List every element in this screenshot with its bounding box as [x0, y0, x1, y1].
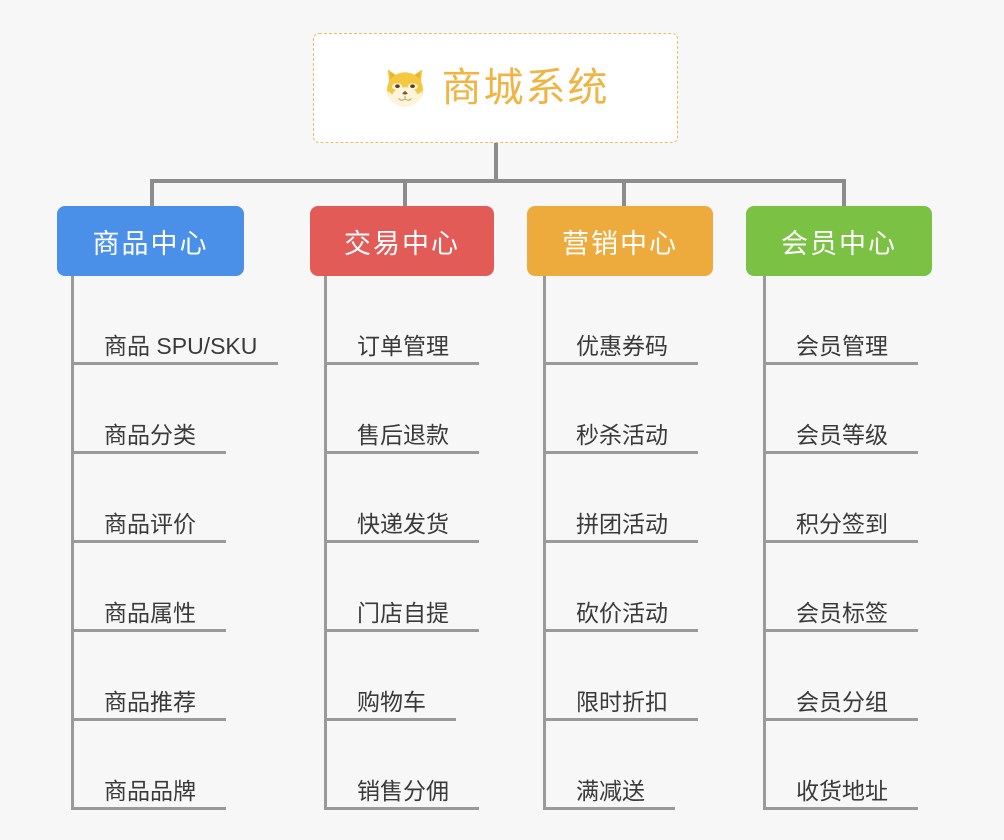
connector-drop-trade-center [403, 179, 407, 210]
category-header-product-center[interactable]: 商品中心 [57, 206, 244, 276]
connector-drop-member-center [842, 179, 846, 210]
leaf-item[interactable]: 限时折扣 [543, 632, 698, 721]
leaf-underline [324, 807, 479, 810]
root-node-mall-system[interactable]: 商城系统 [313, 33, 678, 143]
leaf-label: 收货地址 [796, 777, 888, 804]
leaf-item[interactable]: 快递发货 [324, 454, 479, 543]
leaf-underline [324, 718, 456, 721]
leaf-underline [543, 807, 675, 810]
leaf-underline [543, 718, 698, 721]
leaf-item[interactable]: 拼团活动 [543, 454, 698, 543]
leaf-underline [543, 451, 698, 454]
leaf-underline [71, 540, 226, 543]
leaf-label: 限时折扣 [576, 688, 668, 715]
category-header-member-center[interactable]: 会员中心 [746, 206, 932, 276]
leaf-item[interactable]: 会员标签 [763, 543, 918, 632]
leaf-underline [763, 629, 918, 632]
leaf-label: 满减送 [576, 777, 645, 804]
leaf-underline [543, 362, 698, 365]
connector-root-stub [494, 143, 498, 182]
leaf-item[interactable]: 商品 SPU/SKU [71, 276, 278, 365]
leaf-label: 门店自提 [357, 599, 449, 626]
leaf-item[interactable]: 购物车 [324, 632, 479, 721]
leaf-underline [763, 807, 918, 810]
leaf-underline [324, 451, 479, 454]
leaf-label: 秒杀活动 [576, 421, 668, 448]
leaf-item[interactable]: 秒杀活动 [543, 365, 698, 454]
leaf-underline [71, 807, 226, 810]
leaf-trunk [543, 276, 546, 810]
leaf-trunk [324, 276, 327, 810]
leaf-item[interactable]: 满减送 [543, 721, 698, 810]
leaf-item[interactable]: 门店自提 [324, 543, 479, 632]
leaf-trunk [71, 276, 74, 810]
leaf-item[interactable]: 商品评价 [71, 454, 278, 543]
leaf-item[interactable]: 售后退款 [324, 365, 479, 454]
leaf-item[interactable]: 商品品牌 [71, 721, 278, 810]
leaf-item[interactable]: 商品分类 [71, 365, 278, 454]
leaf-label: 商品推荐 [104, 688, 196, 715]
leaf-column-member-center: 会员管理 会员等级 积分签到 会员标签 会员分组 收货地址 [763, 276, 918, 810]
leaf-label: 会员管理 [796, 332, 888, 359]
category-label: 商品中心 [92, 228, 209, 259]
category-label: 交易中心 [344, 228, 460, 259]
leaf-label: 订单管理 [357, 332, 449, 359]
leaf-label: 商品属性 [104, 599, 196, 626]
leaf-label: 商品评价 [104, 510, 196, 537]
leaf-item[interactable]: 销售分佣 [324, 721, 479, 810]
leaf-column-product-center: 商品 SPU/SKU 商品分类 商品评价 商品属性 商品推荐 商品品牌 [71, 276, 278, 810]
leaf-underline [324, 540, 479, 543]
leaf-label: 会员分组 [796, 688, 888, 715]
leaf-label: 商品 SPU/SKU [104, 332, 258, 359]
leaf-label: 优惠券码 [576, 332, 668, 359]
connector-horizontal-bus [150, 179, 846, 183]
leaf-label: 快递发货 [357, 510, 449, 537]
leaf-underline [71, 718, 226, 721]
leaf-item[interactable]: 商品推荐 [71, 632, 278, 721]
category-header-trade-center[interactable]: 交易中心 [310, 206, 494, 276]
leaf-item[interactable]: 会员等级 [763, 365, 918, 454]
leaf-underline [71, 629, 226, 632]
leaf-underline [763, 362, 918, 365]
connector-drop-marketing-center [622, 179, 626, 210]
leaf-label: 购物车 [357, 688, 426, 715]
leaf-label: 拼团活动 [576, 510, 668, 537]
category-header-marketing-center[interactable]: 营销中心 [527, 206, 713, 276]
leaf-item[interactable]: 收货地址 [763, 721, 918, 810]
leaf-item[interactable]: 会员管理 [763, 276, 918, 365]
leaf-item[interactable]: 积分签到 [763, 454, 918, 543]
leaf-column-trade-center: 订单管理 售后退款 快递发货 门店自提 购物车 销售分佣 [324, 276, 479, 810]
leaf-underline [543, 629, 698, 632]
leaf-item[interactable]: 订单管理 [324, 276, 479, 365]
leaf-underline [71, 451, 226, 454]
leaf-label: 商品分类 [104, 421, 196, 448]
leaf-column-marketing-center: 优惠券码 秒杀活动 拼团活动 砍价活动 限时折扣 满减送 [543, 276, 698, 810]
leaf-underline [763, 718, 918, 721]
category-label: 会员中心 [781, 228, 897, 259]
leaf-label: 会员标签 [796, 599, 888, 626]
leaf-underline [543, 540, 698, 543]
leaf-label: 商品品牌 [104, 777, 196, 804]
leaf-underline [324, 362, 479, 365]
leaf-underline [763, 451, 918, 454]
leaf-item[interactable]: 优惠券码 [543, 276, 698, 365]
shiba-dog-face-icon [386, 69, 423, 107]
leaf-label: 积分签到 [796, 510, 888, 537]
category-label: 营销中心 [562, 228, 678, 259]
leaf-item[interactable]: 砍价活动 [543, 543, 698, 632]
leaf-underline [763, 540, 918, 543]
leaf-label: 售后退款 [357, 421, 449, 448]
leaf-trunk [763, 276, 766, 810]
leaf-underline [324, 629, 479, 632]
root-title: 商城系统 [441, 66, 610, 110]
leaf-label: 砍价活动 [576, 599, 668, 626]
leaf-label: 会员等级 [796, 421, 888, 448]
leaf-item[interactable]: 会员分组 [763, 632, 918, 721]
leaf-underline [71, 362, 278, 365]
leaf-item[interactable]: 商品属性 [71, 543, 278, 632]
leaf-label: 销售分佣 [357, 777, 449, 804]
connector-drop-product-center [150, 179, 154, 210]
